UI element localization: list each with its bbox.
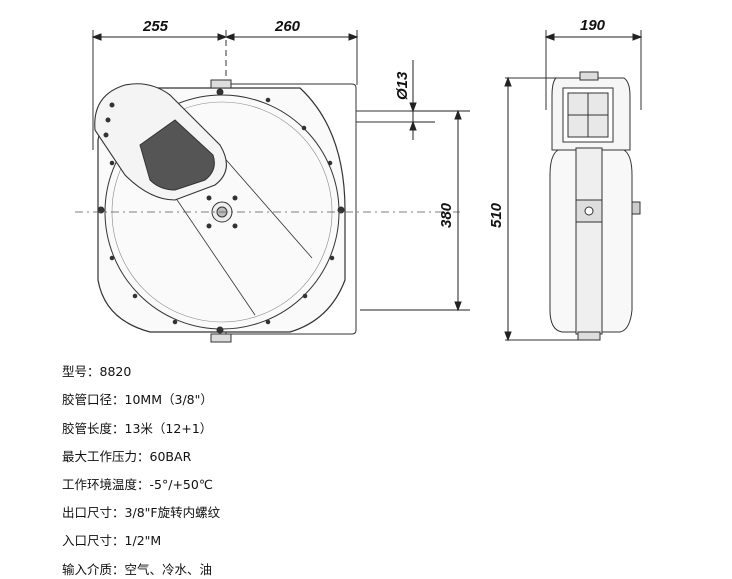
spec-value: 60BAR xyxy=(149,449,192,464)
spec-label: 胶管长度 xyxy=(62,421,113,436)
spec-label: 型号 xyxy=(62,364,88,379)
dim-side-width: 190 xyxy=(580,17,606,34)
dim-left-width: 255 xyxy=(142,18,169,35)
front-view xyxy=(92,30,410,343)
spec-max-pressure: 最大工作压力：60BAR xyxy=(62,449,192,464)
side-width-dimension xyxy=(544,33,643,41)
dim-total-height: 510 xyxy=(488,202,505,228)
spec-inlet-size: 入口尺寸：1/2"M xyxy=(62,533,162,548)
spec-value: 1/2"M xyxy=(124,533,162,548)
spec-label: 最大工作压力 xyxy=(62,449,138,464)
spec-value: 13米（12+1） xyxy=(124,421,213,436)
dim-outlet-height: 380 xyxy=(438,202,455,228)
spec-label: 出口尺寸 xyxy=(62,505,113,520)
total-height-dimension xyxy=(504,76,512,342)
outlet-height-dimension xyxy=(360,109,470,312)
spec-value: 8820 xyxy=(99,364,132,379)
spec-value: -5°/+50℃ xyxy=(149,477,213,492)
side-view xyxy=(505,30,642,341)
spec-outlet-size: 出口尺寸：3/8"F旋转内螺纹 xyxy=(62,505,221,520)
spec-label: 工作环境温度 xyxy=(62,477,138,492)
spec-value: 空气、冷水、油 xyxy=(124,562,213,577)
spec-label: 入口尺寸 xyxy=(62,533,113,548)
spec-medium: 输入介质：空气、冷水、油 xyxy=(62,562,213,577)
top-dimension xyxy=(91,33,359,41)
spec-hose-diameter: 胶管口径：10MM（3/8"） xyxy=(62,392,213,407)
spec-model: 型号：8820 xyxy=(62,364,132,379)
diameter-dimension xyxy=(409,60,435,140)
dim-right-width: 260 xyxy=(274,18,301,35)
spec-label: 输入介质 xyxy=(62,562,113,577)
dim-outlet-diameter: Ø13 xyxy=(394,71,411,100)
spec-temperature: 工作环境温度：-5°/+50℃ xyxy=(62,477,213,492)
technical-drawing: 255 260 Ø13 380 xyxy=(75,17,643,343)
spec-hose-length: 胶管长度：13米（12+1） xyxy=(62,421,213,436)
spec-label: 胶管口径 xyxy=(62,392,113,407)
spec-value: 3/8"F旋转内螺纹 xyxy=(124,505,221,520)
spec-value: 10MM（3/8"） xyxy=(124,392,213,407)
